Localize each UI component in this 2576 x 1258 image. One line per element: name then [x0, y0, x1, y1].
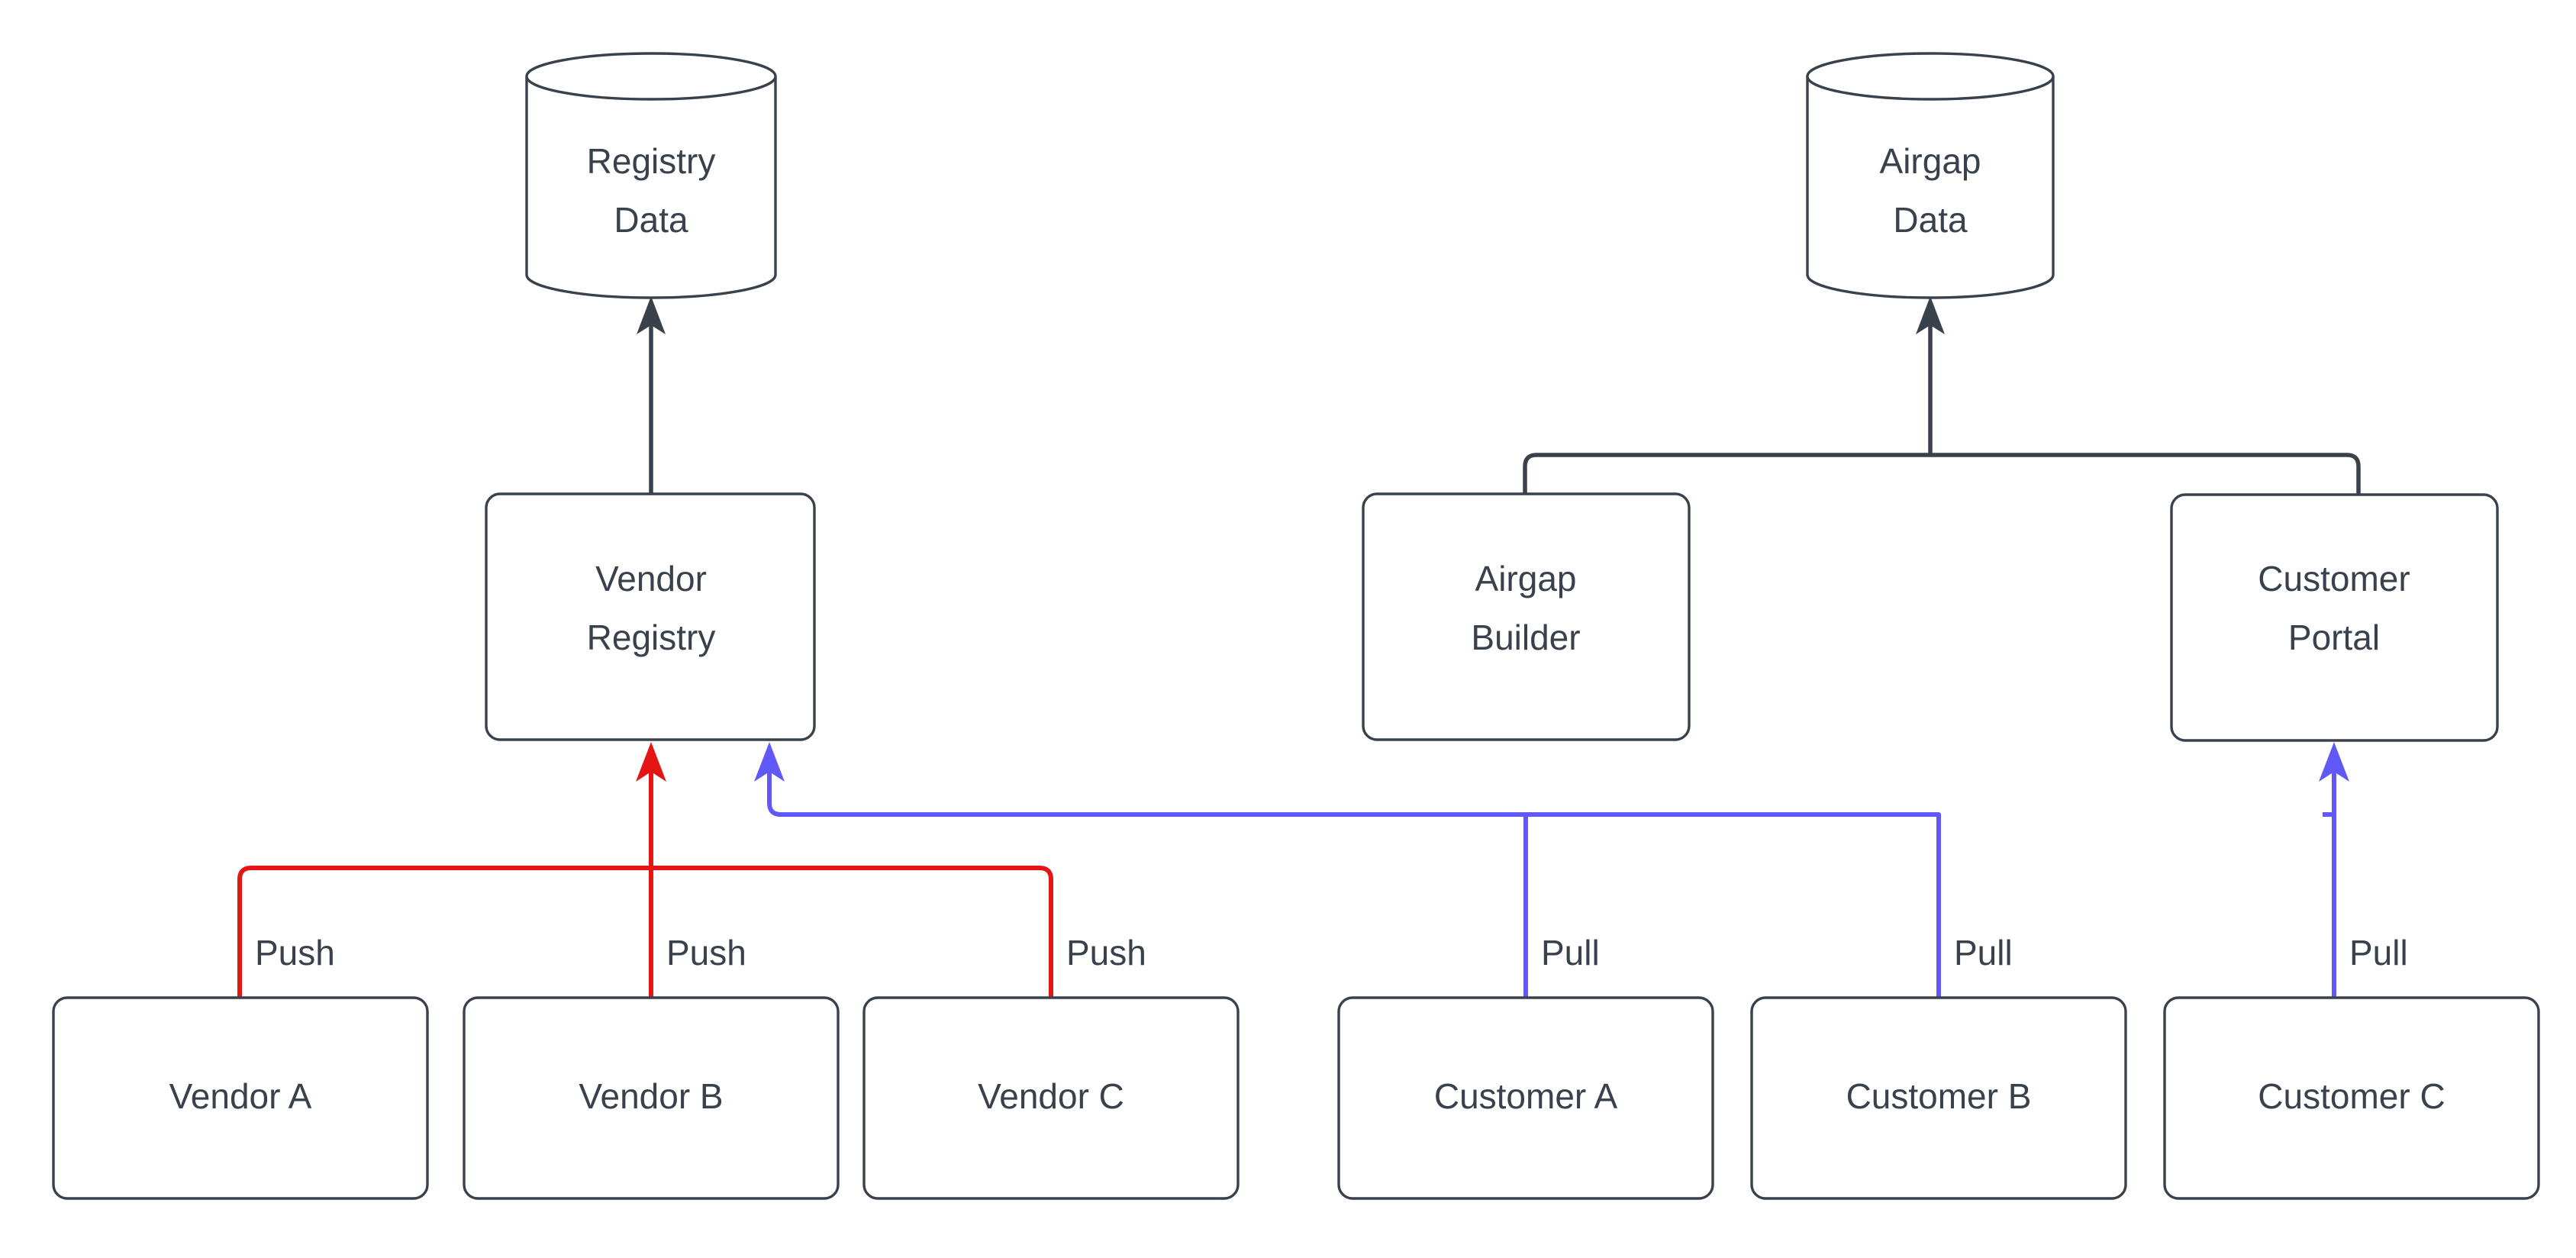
node-label-line1: Customer [2258, 559, 2410, 598]
arrowhead-icon [754, 742, 785, 782]
node-customer-b[interactable]: Customer B [1750, 996, 2127, 1200]
node-box [862, 996, 1240, 1200]
node-box [485, 492, 816, 741]
edge-label-push-c: Push [1066, 933, 1146, 973]
edge-vendor-registry-to-registry-data [637, 296, 666, 494]
edge-line [781, 812, 1528, 998]
node-vendor-registry[interactable]: Vendor Registry [485, 492, 816, 741]
cylinder-body [1806, 52, 2055, 299]
node-vendor-c[interactable]: Vendor C [862, 996, 1240, 1200]
node-label: Vendor B [579, 1076, 723, 1116]
node-vendor-a[interactable]: Vendor A [52, 996, 429, 1200]
node-box [52, 996, 429, 1200]
node-box [1337, 996, 1714, 1200]
edge-airgap-bus-riser [1916, 296, 1945, 455]
edge-line [435, 866, 1053, 998]
node-label-line2: Builder [1471, 618, 1580, 657]
arrowhead-icon [636, 742, 666, 782]
edge-riser [767, 767, 782, 817]
edge-vendor-c-push [435, 866, 1053, 998]
node-vendor-b[interactable]: Vendor B [463, 996, 840, 1200]
cylinder-top-ellipse [1806, 76, 2055, 101]
cylinder-body [525, 52, 777, 299]
node-customer-c[interactable]: Customer C [2163, 996, 2540, 1200]
node-label: Vendor A [169, 1076, 312, 1116]
node-box [1362, 492, 1691, 741]
edge-line [781, 812, 1941, 998]
edge-customer-b-pull [781, 812, 1941, 998]
edge-line [1930, 453, 2361, 495]
edge-line [1523, 453, 1930, 494]
node-label: Customer C [2258, 1076, 2445, 1116]
arrowhead-icon [2319, 742, 2349, 782]
edge-pull-bus-riser [754, 742, 785, 817]
node-airgap-builder[interactable]: Airgap Builder [1362, 492, 1691, 741]
edge-label-pull-b: Pull [1954, 933, 2013, 973]
node-airgap-data[interactable]: Airgap Data [1806, 52, 2055, 299]
edge-label-push-a: Push [255, 933, 335, 973]
edge-label-pull-a: Pull [1541, 933, 1600, 973]
edge-vendor-b-push [435, 866, 653, 998]
node-label-line1: Registry [587, 141, 716, 181]
node-label-line2: Registry [587, 618, 716, 657]
node-label-line1: Airgap [1475, 559, 1577, 598]
edge-line [237, 866, 435, 998]
edge-customer-portal-to-airgap-data [1930, 453, 2361, 495]
node-box [2170, 493, 2499, 742]
node-label: Customer B [1846, 1076, 2032, 1116]
node-box [463, 996, 840, 1200]
edge-line [435, 866, 653, 998]
node-box [1750, 996, 2127, 1200]
edge-vendor-a-push [237, 866, 435, 998]
node-label: Customer A [1434, 1076, 1618, 1116]
node-label-line2: Data [1893, 200, 1968, 240]
node-box [2163, 996, 2540, 1200]
edge-label-push-b: Push [666, 933, 746, 973]
node-customer-portal[interactable]: Customer Portal [2170, 493, 2499, 742]
node-label-line2: Portal [2288, 618, 2380, 657]
edge-customer-a-pull [781, 812, 1528, 998]
edge-customer-c-pull [2319, 742, 2349, 998]
cylinder-top-ellipse [525, 76, 777, 101]
arrowhead-icon [1916, 296, 1945, 334]
edge-label-pull-c: Pull [2349, 933, 2408, 973]
node-customer-a[interactable]: Customer A [1337, 996, 1714, 1200]
node-label-line1: Vendor [595, 559, 707, 598]
arrowhead-icon [637, 296, 666, 334]
node-label-line2: Data [614, 200, 688, 240]
node-registry-data[interactable]: Registry Data [525, 52, 777, 299]
edge-push-bus-riser [636, 742, 666, 868]
edge-airgap-builder-to-airgap-data [1523, 453, 1930, 494]
node-label-line1: Airgap [1880, 141, 1981, 181]
node-label: Vendor C [978, 1076, 1124, 1116]
